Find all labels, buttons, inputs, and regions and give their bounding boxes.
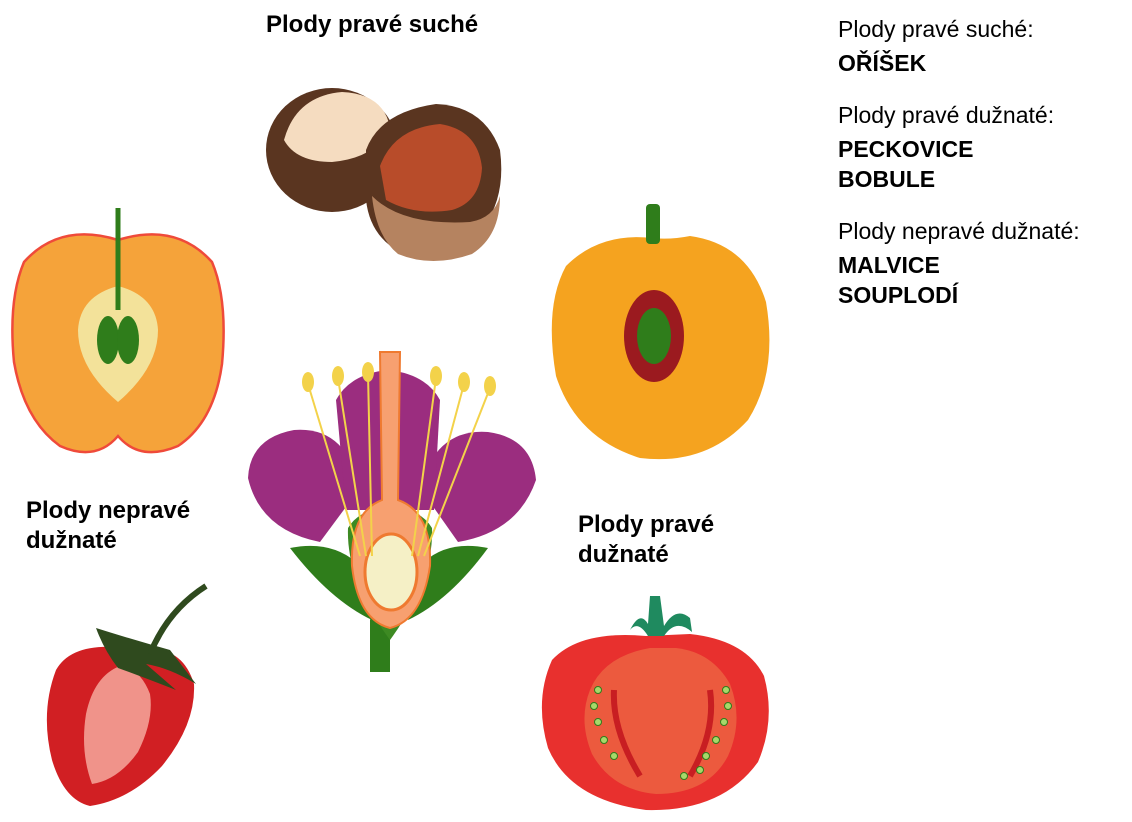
- legend-false-item: MALVICE: [838, 250, 1128, 280]
- legend-fleshy-item: BOBULE: [838, 164, 1128, 194]
- hazelnut-illustration: [266, 88, 501, 261]
- legend-false-item: SOUPLODÍ: [838, 280, 1128, 310]
- peach-seed: [637, 308, 671, 364]
- legend-false-title: Plody nepravé dužnaté:: [838, 216, 1128, 246]
- tomato-calyx: [630, 596, 692, 636]
- legend-dry-item: OŘÍŠEK: [838, 48, 1128, 78]
- legend-dry-title: Plody pravé suché:: [838, 14, 1128, 44]
- peach-illustration: [552, 204, 770, 459]
- tomato-flesh: [584, 648, 736, 794]
- strawberry-stem: [150, 586, 206, 654]
- apple-illustration: [12, 208, 223, 452]
- tomato-illustration: [542, 596, 769, 810]
- apple-seed: [117, 316, 139, 364]
- flower-ovule: [365, 534, 417, 610]
- strawberry-illustration: [47, 586, 206, 806]
- legend-fleshy-title: Plody pravé dužnaté:: [838, 100, 1128, 130]
- fruit-type-legend: Plody pravé suché: OŘÍŠEK Plody pravé du…: [838, 14, 1128, 310]
- peach-stem: [646, 204, 660, 244]
- legend-fleshy-item: PECKOVICE: [838, 134, 1128, 164]
- apple-seed: [97, 316, 119, 364]
- flower-illustration: [248, 352, 536, 672]
- fruit-diagram: [0, 0, 840, 822]
